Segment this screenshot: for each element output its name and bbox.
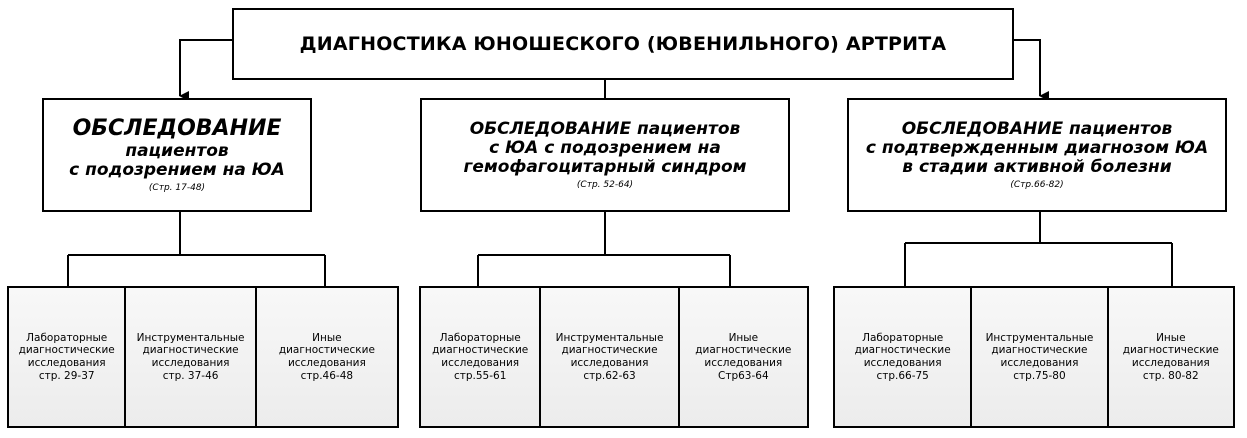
leaf-row-group-3: Лабораторные диагностические исследовани… <box>833 286 1235 428</box>
leaf-instrumental: Инструментальные диагностические исследо… <box>126 288 257 426</box>
leaf-instrumental: Инструментальные диагностические исследо… <box>972 288 1109 426</box>
group-heading-line: пациентов <box>125 140 229 161</box>
leaf-row-group-2: Лабораторные диагностические исследовани… <box>419 286 809 428</box>
arrow-title-to-group-3 <box>1014 39 1049 101</box>
leaf-other: Иные диагностические исследования стр. 8… <box>1108 288 1235 426</box>
leaf-laboratory: Лабораторные диагностические исследовани… <box>421 288 542 426</box>
diagram-title: ДИАГНОСТИКА ЮНОШЕСКОГО (ЮВЕНИЛЬНОГО) АРТ… <box>299 33 947 55</box>
arrow-title-to-group-1 <box>179 39 232 101</box>
diagram-title-box: ДИАГНОСТИКА ЮНОШЕСКОГО (ЮВЕНИЛЬНОГО) АРТ… <box>232 8 1014 80</box>
leaf-row-group-1: Лабораторные диагностические исследовани… <box>7 286 399 428</box>
group-box-suspected-ja: ОБСЛЕДОВАНИЕ пациентов с подозрением на … <box>42 98 312 212</box>
group-heading-line: в стадии активной болезни <box>902 156 1172 177</box>
leaf-laboratory: Лабораторные диагностические исследовани… <box>835 288 973 426</box>
group-heading-line: ОБСЛЕДОВАНИЕ пациентов <box>901 118 1173 139</box>
group-heading-line: гемофагоцитарный синдром <box>463 156 747 177</box>
group-page-ref: (Стр. 17-48) <box>148 182 206 193</box>
group-box-hemophagocytic: ОБСЛЕДОВАНИЕ пациентов с ЮА с подозрение… <box>420 98 790 212</box>
group-heading-line: ОБСЛЕДОВАНИЕ <box>72 116 282 142</box>
group-heading-line: ОБСЛЕДОВАНИЕ пациентов <box>469 118 741 139</box>
group-heading-line: с подтвержденным диагнозом ЮА <box>865 137 1209 158</box>
leaf-laboratory: Лабораторные диагностические исследовани… <box>9 288 127 426</box>
leaf-instrumental: Инструментальные диагностические исследо… <box>541 288 680 426</box>
group-box-confirmed-active: ОБСЛЕДОВАНИЕ пациентов с подтвержденным … <box>847 98 1227 212</box>
group-heading-line: с ЮА с подозрением на <box>489 137 721 158</box>
leaf-other: Иные диагностические исследования стр.46… <box>256 288 399 426</box>
group-heading-line: с подозрением на ЮА <box>69 159 285 180</box>
group-page-ref: (Стр.66-82) <box>1010 180 1064 190</box>
group-page-ref: (Стр. 52-64) <box>576 180 634 190</box>
leaf-other: Иные диагностические исследования Стр63-… <box>679 288 809 426</box>
